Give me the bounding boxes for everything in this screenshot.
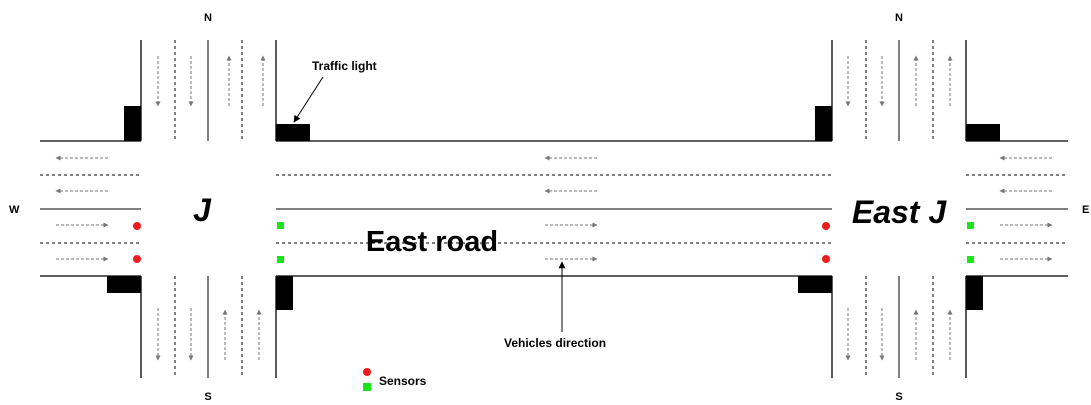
callouts [293,76,566,332]
legend-sensor-red [363,368,371,376]
sensor-red [133,222,141,230]
traffic-light-label: Traffic light [312,59,377,73]
lane-dividers [40,40,1068,378]
road-medians [40,40,1068,378]
traffic-lights [107,106,1000,310]
traffic-light-left-ne [276,124,310,141]
junction-east-j-label: East J [852,194,947,230]
vehicles-direction-label: Vehicles direction [504,336,606,350]
compass-south-right: S [895,391,902,403]
traffic-light-right-se [966,276,983,310]
direction-arrows [55,55,1053,361]
sensor-red [822,222,830,230]
compass-north-right: N [895,12,903,24]
sensors [133,222,974,263]
traffic-light-right-ne [966,124,1000,141]
sensor-green [277,222,284,229]
sensor-red [133,255,141,263]
sensor-green [967,256,974,263]
traffic-light-callout-arrow [293,76,324,123]
sensor-green [277,256,284,263]
junction-j-label: J [193,192,212,228]
traffic-light-right-nw [815,106,832,141]
compass-west: W [9,204,20,216]
traffic-light-left-sw [107,276,141,293]
sensor-green [967,222,974,229]
compass-east: E [1082,204,1089,216]
compass-north-left: N [204,12,212,24]
legend-sensor-green [363,383,371,391]
traffic-light-right-sw [798,276,832,293]
compass-south-left: S [204,391,211,403]
east-road-label: East road [366,226,498,258]
traffic-light-left-se [276,276,293,310]
sensors-legend-label: Sensors [379,374,427,388]
traffic-light-left-nw [124,106,141,141]
sensor-red [822,255,830,263]
